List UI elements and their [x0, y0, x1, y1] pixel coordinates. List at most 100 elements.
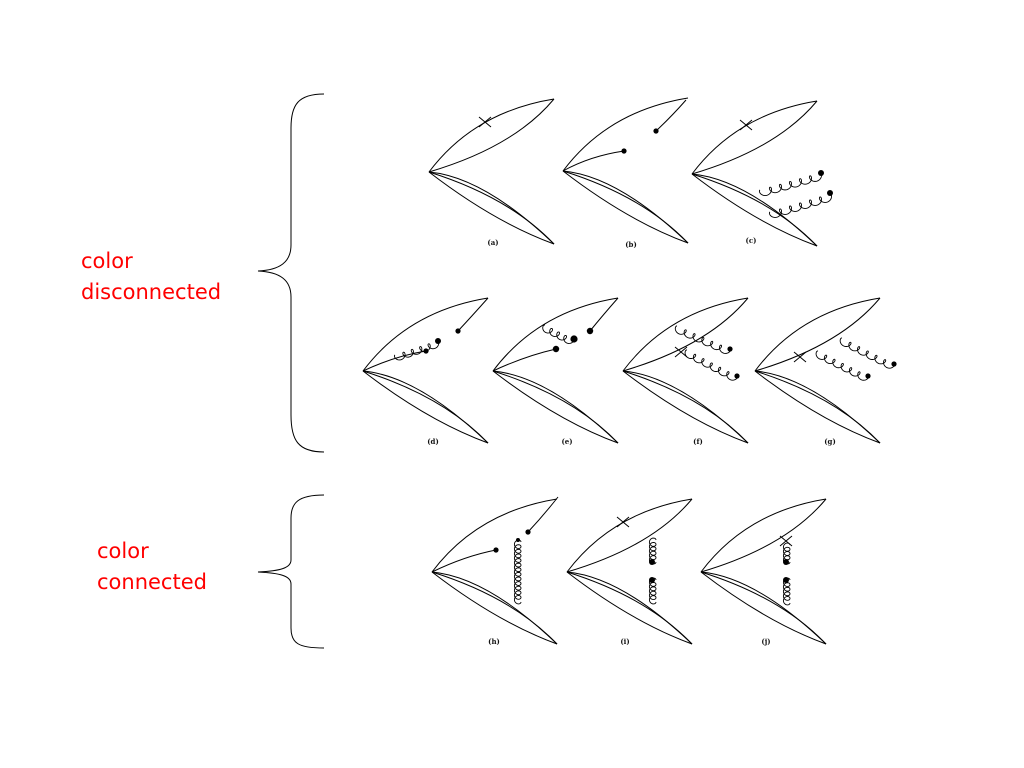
vertex-dot [435, 338, 441, 344]
propagator-curve [428, 98, 555, 173]
gluon-line [674, 325, 731, 354]
propagator-curve [428, 171, 555, 245]
propagator-curve [754, 297, 881, 372]
propagator-curve [431, 498, 558, 573]
diagram-h: (h) [431, 496, 559, 646]
propagator-curve [492, 370, 619, 444]
brace-connected [257, 494, 325, 649]
propagator-curve [562, 170, 689, 244]
diagram-d: (d) [362, 297, 489, 446]
diagram-e: (e) [492, 297, 619, 446]
propagator-curve [492, 348, 557, 372]
propagator-curve [754, 370, 881, 444]
vertex-dot [493, 547, 499, 553]
gluon-line [839, 337, 895, 369]
diagram-caption: (f) [693, 437, 703, 446]
diagram-caption: (b) [625, 240, 637, 249]
diagram-c: (c) [691, 100, 833, 247]
diagram-caption: (g) [824, 437, 836, 446]
propagator-curve [700, 498, 827, 573]
propagator-curve [562, 170, 689, 244]
propagator-curve [431, 571, 558, 645]
propagator-curve [428, 171, 555, 245]
gluon-line [782, 542, 791, 565]
propagator-curve [700, 498, 827, 573]
propagator-curve [622, 297, 749, 372]
vertex-dot [783, 577, 789, 583]
label-line: disconnected [81, 280, 222, 304]
diagram-caption: (i) [620, 637, 629, 646]
propagator-curve [457, 297, 489, 332]
gluon-line [758, 172, 823, 196]
propagator-curve [362, 297, 489, 372]
diagram-caption: (a) [487, 238, 498, 247]
propagator-curve [566, 571, 693, 645]
propagator-curve [562, 97, 689, 172]
propagator-curve [566, 498, 693, 573]
propagator-curve [691, 100, 818, 175]
gluon-line [648, 537, 657, 565]
gluon-line [782, 577, 791, 606]
diagram-collection: (a) (b) (c) (d) (e) (f) (g) (h) (i) (j) [362, 97, 897, 646]
brace-disconnected [257, 93, 325, 453]
vertex-dot [649, 577, 655, 583]
propagator-curve [622, 370, 749, 444]
color-disconnected-label: color disconnected [81, 246, 221, 308]
vertex-dot [865, 373, 871, 379]
propagator-curve [492, 370, 619, 444]
propagator-curve [362, 370, 489, 444]
propagator-curve [691, 173, 818, 247]
diagram-caption: (e) [561, 437, 572, 446]
current-insertion-cross [793, 351, 807, 363]
label-line: color [97, 539, 149, 563]
gluon-line [815, 350, 869, 381]
vertex-dot [455, 328, 461, 334]
vertex-dot [621, 148, 627, 154]
propagator-curve [566, 498, 693, 573]
current-insertion-cross [478, 116, 492, 128]
propagator-curve [362, 350, 427, 372]
vertex-dot [586, 327, 594, 335]
vertex-dot [727, 346, 733, 352]
propagator-curve [622, 370, 749, 444]
propagator-curve [362, 370, 489, 444]
vertex-dot [818, 170, 824, 176]
propagator-curve [431, 549, 497, 573]
diagram-caption: (j) [761, 637, 770, 646]
diagram-g: (g) [754, 297, 897, 446]
color-connected-label: color connected [97, 536, 207, 598]
vertex-dot [649, 559, 655, 565]
diagram-b: (b) [562, 97, 689, 249]
current-insertion-cross [674, 346, 688, 358]
gluon-line [393, 340, 440, 361]
propagator-curve [754, 297, 881, 372]
vertex-dot [570, 335, 578, 343]
label-line: connected [97, 570, 207, 594]
vertex-dot [734, 373, 740, 379]
propagator-curve [622, 297, 749, 372]
vertex-dot [423, 348, 429, 354]
propagator-curve [431, 571, 558, 645]
propagator-curve [527, 496, 559, 533]
diagram-caption: (h) [488, 637, 500, 646]
propagator-curve [655, 99, 687, 132]
propagator-curve [700, 571, 827, 645]
propagator-curve [589, 297, 619, 332]
label-line: color [81, 249, 133, 273]
diagram-caption: (c) [746, 236, 757, 245]
propagator-curve [566, 571, 693, 645]
propagator-curve [492, 297, 619, 372]
gluon-line [768, 193, 833, 218]
vertex-dot [827, 190, 833, 196]
propagator-curve [622, 370, 749, 444]
vertex-dot [653, 128, 659, 134]
propagator-curve [562, 170, 689, 244]
gluon-line [648, 577, 657, 605]
current-insertion-cross [616, 516, 630, 528]
gluon-line [684, 349, 738, 381]
propagator-curve [691, 100, 818, 175]
diagram-j: (j) [700, 498, 827, 646]
diagram-caption: (d) [427, 437, 439, 446]
vertex-dot [891, 361, 897, 367]
